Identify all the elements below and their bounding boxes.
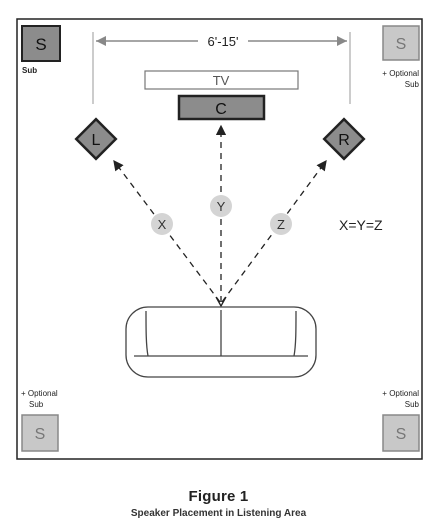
distance-x-marker: X (151, 213, 173, 235)
figure-subtitle: Speaker Placement in Listening Area (130, 508, 307, 519)
optional-sub-top-right-label-2: Sub (405, 80, 420, 89)
couch (125, 306, 317, 378)
subwoofer-main-letter: S (35, 35, 46, 54)
distance-z-label: Z (277, 217, 285, 232)
right-speaker-label: R (338, 132, 350, 149)
distance-x-label: X (158, 217, 167, 232)
distance-y-label: Y (217, 199, 226, 214)
sightline-right (221, 159, 327, 303)
optional-sub-bottom-left: S (21, 414, 59, 452)
speaker-placement-diagram: S Sub S + Optional Sub + Optional Sub S … (16, 18, 423, 460)
optional-sub-bottom-right-label-1: + Optional (382, 389, 419, 398)
optional-sub-bottom-left-letter: S (35, 426, 46, 443)
distance-dimension: 6'-15' (92, 32, 351, 104)
listener-arrow (215, 296, 227, 308)
distance-z-marker: Z (270, 213, 292, 235)
optional-sub-bottom-right-label-2: Sub (405, 400, 420, 409)
tv-label: TV (213, 73, 230, 88)
center-speaker-label: C (215, 101, 227, 118)
optional-sub-top-right-letter: S (396, 36, 407, 53)
equation-text: X=Y=Z (339, 217, 383, 233)
left-speaker-label: L (92, 132, 101, 149)
tv: TV (144, 70, 299, 90)
figure-title: Figure 1 (188, 488, 249, 505)
left-speaker: L (74, 117, 118, 161)
distance-label: 6'-15' (208, 34, 239, 49)
right-speaker: R (322, 117, 366, 161)
distance-y-marker: Y (210, 195, 232, 217)
optional-sub-top-right: S (382, 25, 420, 61)
center-speaker: C (177, 94, 266, 121)
optional-sub-bottom-right: S (382, 414, 420, 452)
room-border (16, 18, 423, 460)
optional-sub-bottom-left-label-2: Sub (29, 400, 44, 409)
optional-sub-bottom-left-label-1: + Optional (21, 389, 58, 398)
optional-sub-top-right-label-1: + Optional (382, 69, 419, 78)
optional-sub-bottom-right-letter: S (396, 426, 407, 443)
subwoofer-main-label: Sub (22, 66, 37, 75)
subwoofer-main: S (21, 25, 61, 62)
